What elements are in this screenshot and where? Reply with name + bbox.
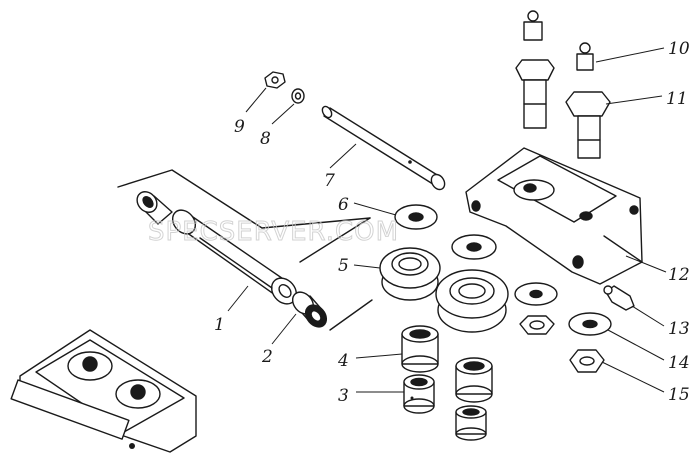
washer-b xyxy=(514,282,558,306)
label-7: 7 xyxy=(324,171,335,191)
part-7-pin xyxy=(321,105,446,191)
part-13-grease-fitting xyxy=(603,285,635,311)
callout-labels: 1 2 3 4 5 6 7 8 9 10 11 12 13 14 15 xyxy=(214,39,690,406)
part-1-tube xyxy=(171,209,298,305)
bushing-upper xyxy=(136,191,173,225)
part-4-sleeve xyxy=(401,325,439,373)
grease-fitting-top xyxy=(523,10,543,41)
part-10-grease-fitting xyxy=(576,42,594,71)
part-11-bolt xyxy=(565,91,611,159)
sleeve-right-lower xyxy=(455,405,487,441)
bolt-upper-left xyxy=(515,59,555,129)
label-14: 14 xyxy=(668,353,690,373)
label-10: 10 xyxy=(668,39,690,59)
label-15: 15 xyxy=(668,385,690,405)
label-5: 5 xyxy=(338,256,349,276)
sleeve-right-upper xyxy=(455,357,493,403)
part-9-nut xyxy=(264,71,286,89)
label-1: 1 xyxy=(214,315,225,335)
label-2: 2 xyxy=(261,347,273,367)
label-3: 3 xyxy=(338,386,349,406)
assembly-bracket-frame xyxy=(117,169,373,331)
assembled-housing xyxy=(10,329,197,453)
part-2-bushing xyxy=(291,291,328,328)
leader-lines xyxy=(227,47,667,393)
label-6: 6 xyxy=(338,195,349,215)
watermark-text: SPECSERVER.COM xyxy=(148,217,399,247)
part-6-washer xyxy=(394,204,438,230)
nut-middle xyxy=(519,315,555,335)
label-13: 13 xyxy=(668,319,690,339)
label-11: 11 xyxy=(666,89,688,109)
label-8: 8 xyxy=(260,129,271,149)
part-15-nut xyxy=(569,349,605,373)
part-3-sleeve xyxy=(403,374,435,414)
part-14-washer xyxy=(568,312,612,336)
label-12: 12 xyxy=(668,265,690,285)
washer-a xyxy=(451,234,497,260)
label-9: 9 xyxy=(234,117,245,137)
part-5-roller-rear xyxy=(435,269,509,333)
part-12-housing xyxy=(465,147,643,285)
part-8-lock-washer xyxy=(291,88,305,104)
label-4: 4 xyxy=(337,351,349,371)
part-5-roller-front xyxy=(379,247,441,301)
